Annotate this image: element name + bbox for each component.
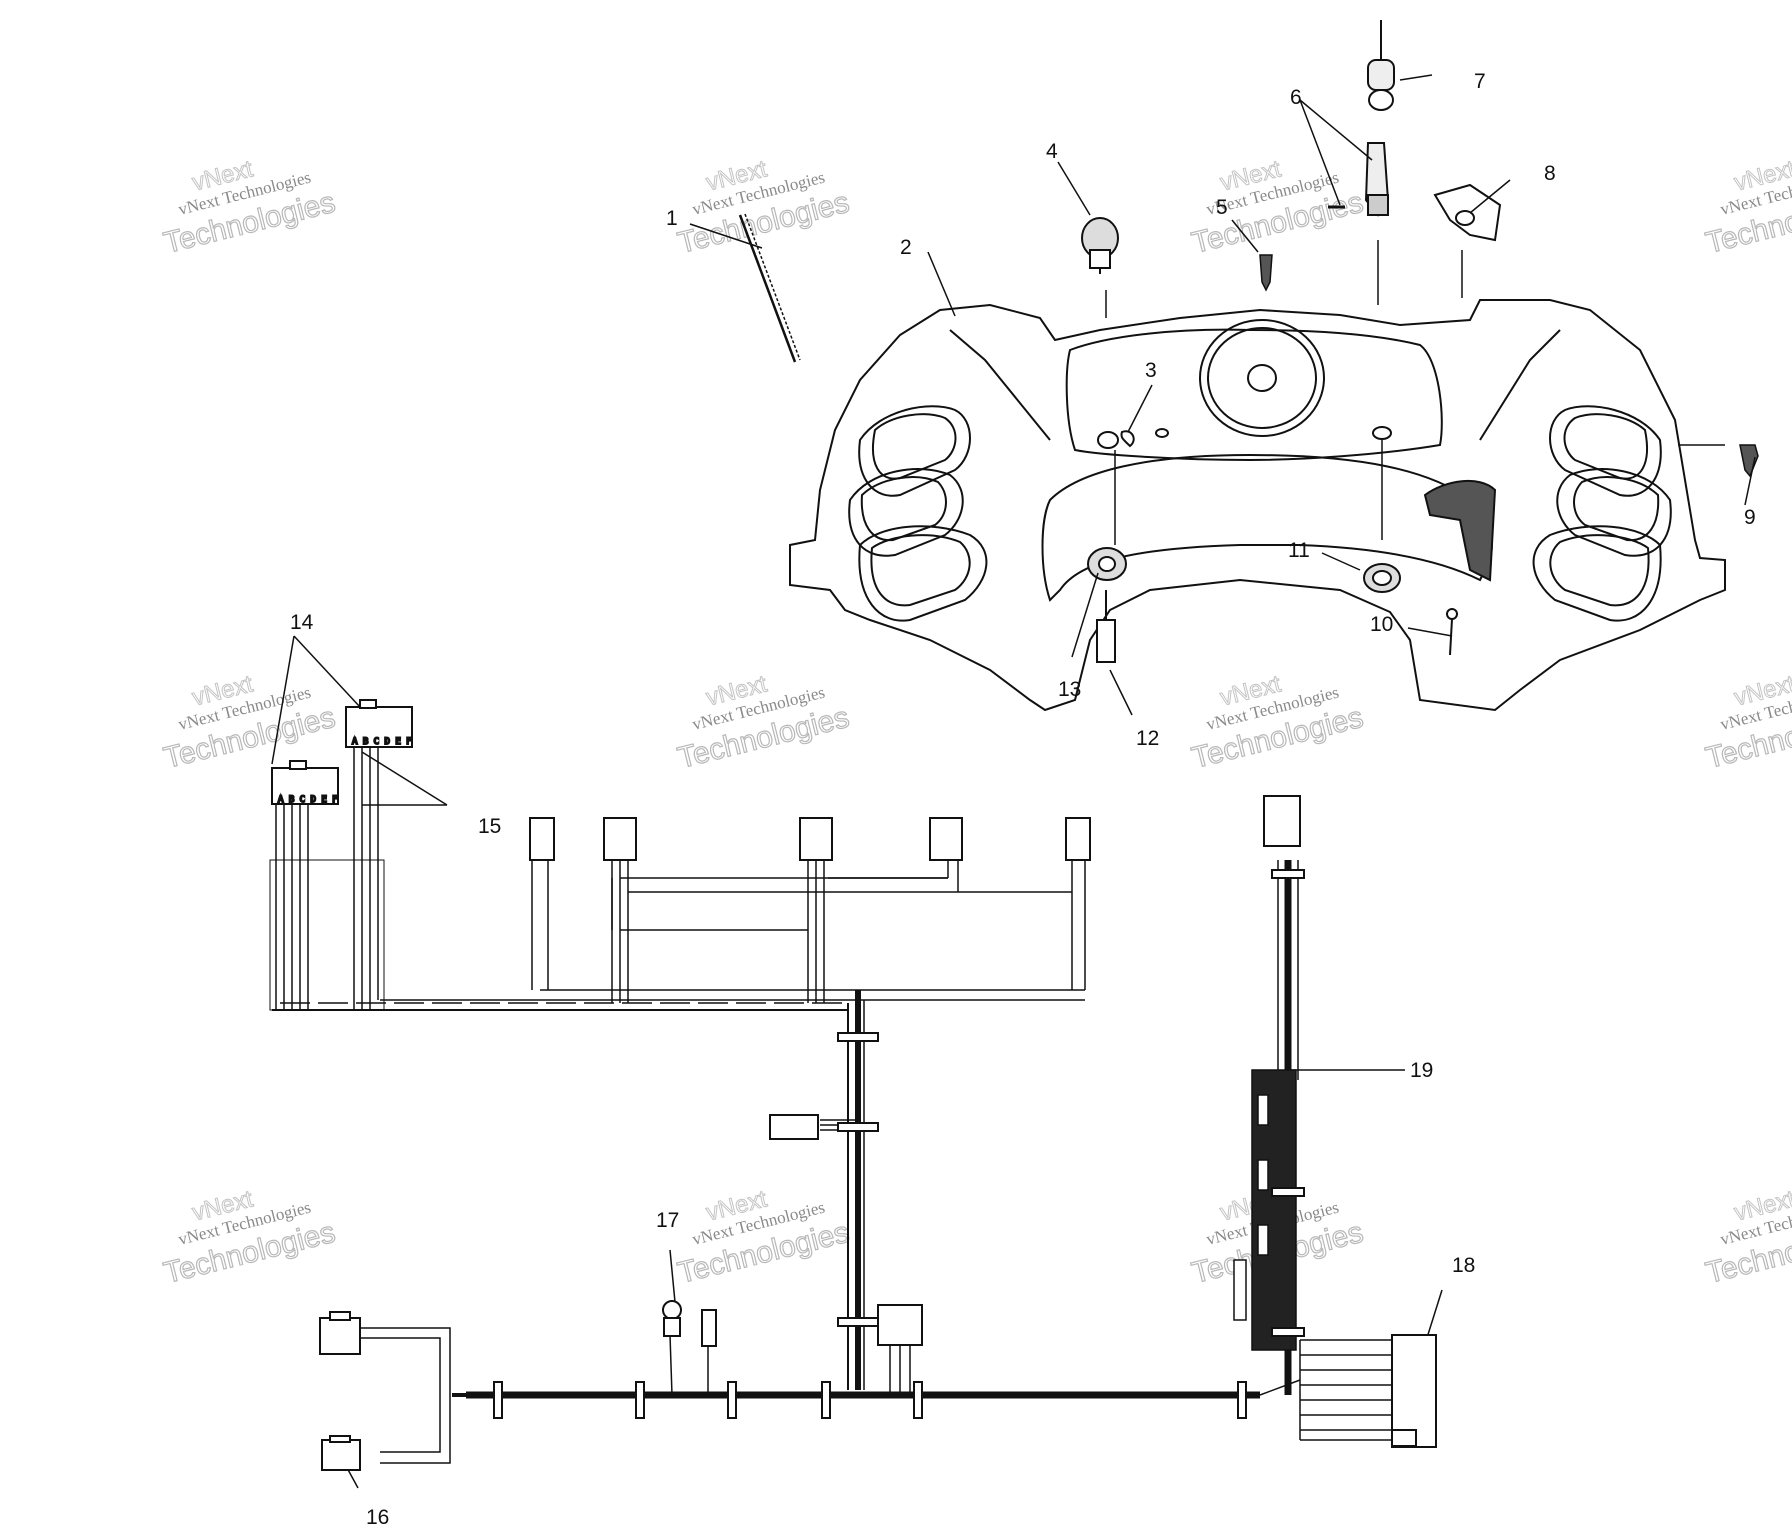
- callout-13: 13: [1058, 678, 1081, 701]
- callout-4: 4: [1046, 140, 1058, 163]
- harness-19-details: [1233, 1094, 1269, 1321]
- dash-panel: [789, 299, 1726, 712]
- part-1-cable-tie: [738, 213, 801, 363]
- callout-19: 19: [1410, 1059, 1433, 1082]
- callout-numbers: 1 2 3 4 5 6 7 8 9 10 11 12 13 14 15 16 1…: [290, 70, 1756, 1529]
- callout-6: 6: [1290, 86, 1302, 109]
- part-13-nut: [1087, 547, 1127, 581]
- callout-10: 10: [1370, 613, 1393, 636]
- part-11-grommet: [1363, 563, 1401, 593]
- part-12-fuse: [1096, 590, 1116, 663]
- part-7-bulb: [1367, 20, 1395, 111]
- connector-pin-letters: A B C D E F: [278, 795, 338, 805]
- part-4-knob: [1081, 217, 1119, 274]
- callout-15: 15: [478, 815, 501, 838]
- callout-1: 1: [666, 207, 678, 230]
- callout-16: 16: [366, 1506, 389, 1529]
- callout-7: 7: [1474, 70, 1486, 93]
- callout-17: 17: [656, 1209, 679, 1232]
- connector-center: [769, 1114, 923, 1346]
- callout-14: 14: [290, 611, 314, 634]
- part-9-screw: [1739, 444, 1759, 478]
- callout-8: 8: [1544, 162, 1556, 185]
- connector-14-lower: A B C D E F: [271, 760, 339, 806]
- part-5-screw: [1259, 254, 1273, 292]
- callout-2: 2: [900, 236, 912, 259]
- connector-16: [319, 1311, 361, 1471]
- callout-5: 5: [1216, 196, 1228, 219]
- callout-12: 12: [1136, 727, 1159, 750]
- terminal-17: [662, 1300, 717, 1347]
- callout-18: 18: [1452, 1254, 1475, 1277]
- callout-11: 11: [1288, 539, 1310, 562]
- connector-15-group: [529, 795, 1301, 861]
- connector-18: [1391, 1334, 1437, 1448]
- harness-wires: [269, 747, 1412, 1464]
- callout-9: 9: [1744, 506, 1756, 529]
- assembly-lines: [1105, 240, 1725, 545]
- callout-leaders: [271, 74, 1756, 1489]
- part-8-bracket: [1433, 183, 1502, 242]
- connector-14-upper: A B C D E F: [345, 699, 413, 748]
- harness-clips: [493, 869, 1305, 1419]
- part-6-fuse-holder: [1328, 142, 1390, 217]
- callout-3: 3: [1145, 359, 1157, 382]
- connector-pin-letters: A B C D E F: [352, 737, 412, 747]
- part-10-pin: [1446, 608, 1458, 656]
